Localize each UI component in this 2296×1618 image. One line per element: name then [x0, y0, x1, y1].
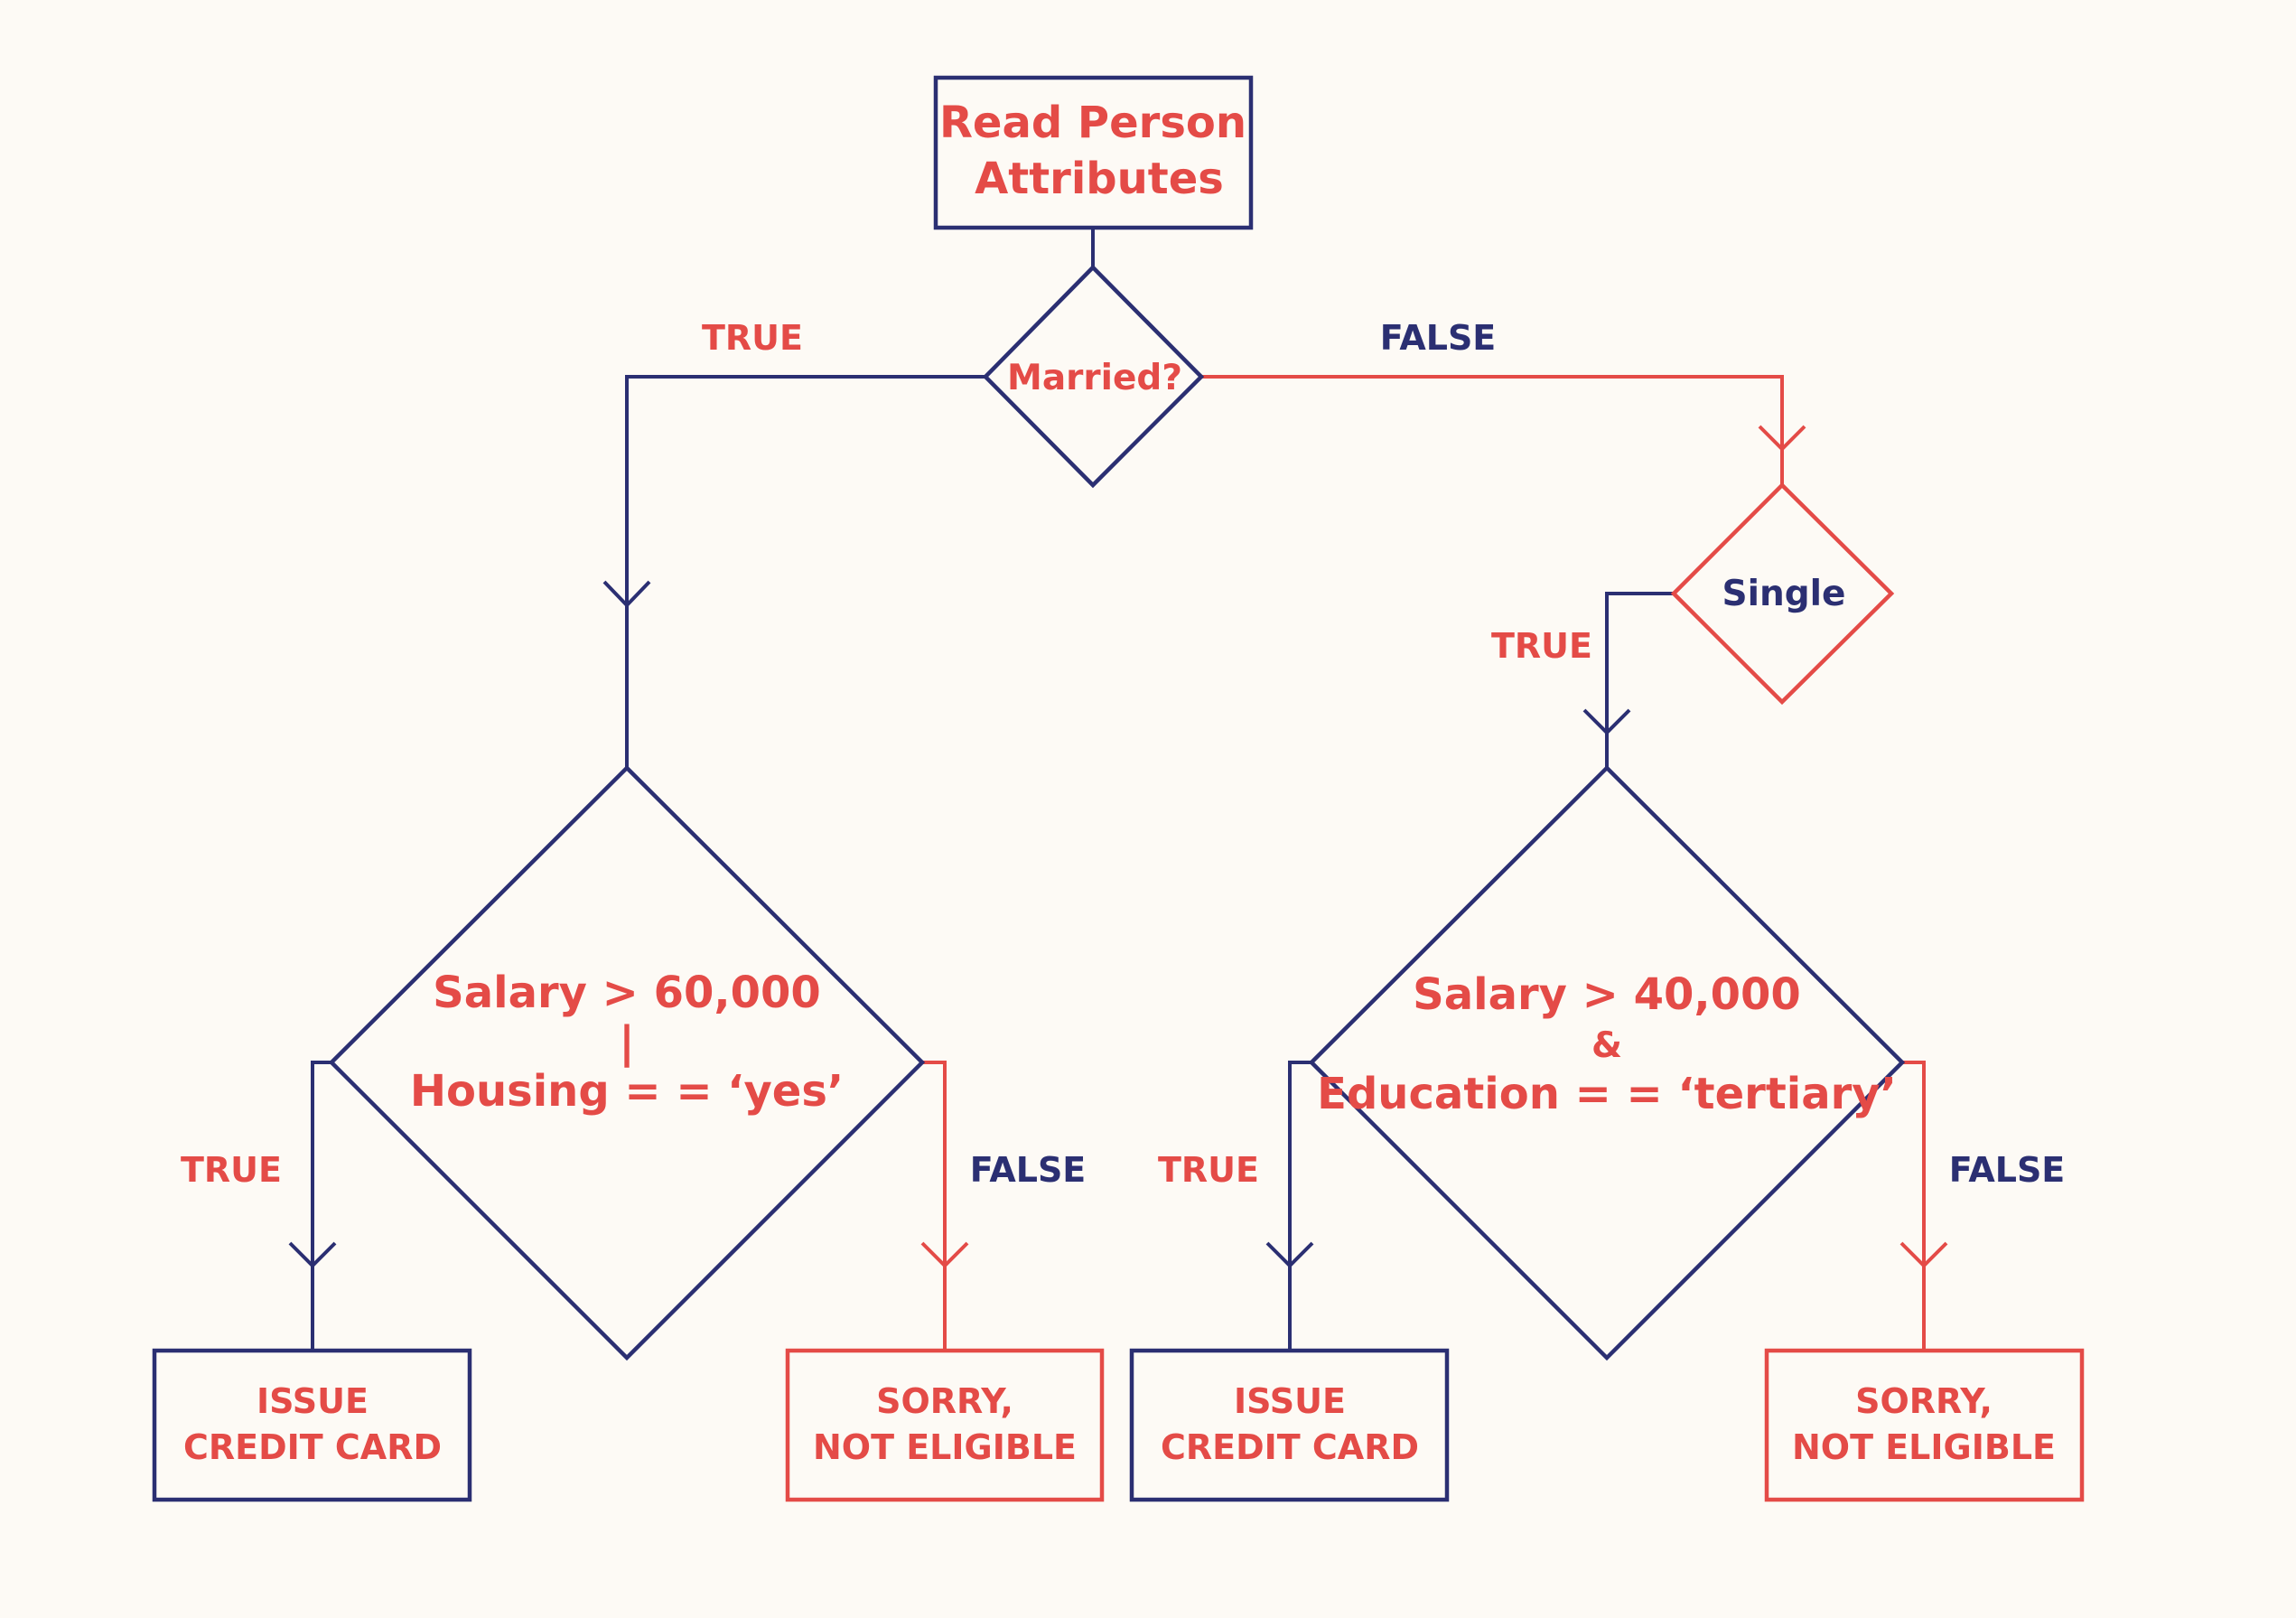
right-decision: Salary > 40,000 & Education = = ‘tertiar…	[1308, 764, 1906, 1361]
arrowhead-right-false	[1899, 1241, 1948, 1268]
arrowhead-right-true	[1265, 1241, 1314, 1268]
outcome-left-sorry-line2: NOT ELIGIBLE	[813, 1427, 1077, 1467]
married-false-label: FALSE	[1380, 318, 1497, 358]
arrowhead-left-true	[288, 1241, 337, 1268]
arrowhead-married-false	[1758, 425, 1806, 452]
start-line2: Attributes	[975, 154, 1224, 204]
left-true-label: TRUE	[181, 1150, 282, 1190]
connector-right-true	[1288, 1061, 1311, 1351]
married-decision: Married?	[982, 264, 1205, 489]
connector-right-false	[1902, 1061, 1926, 1351]
outcome-left-sorry: SORRY, NOT ELIGIBLE	[785, 1348, 1105, 1502]
outcome-left-issue-line2: CREDIT CARD	[183, 1427, 442, 1467]
outcome-left-issue-line1: ISSUE	[257, 1381, 369, 1421]
outcome-left-issue: ISSUE CREDIT CARD	[152, 1348, 472, 1502]
outcome-right-issue-line1: ISSUE	[1234, 1381, 1346, 1421]
left-decision-line2: Housing = = ‘yes’	[410, 1066, 844, 1117]
arrowhead-married-true	[602, 580, 651, 608]
outcome-right-sorry-line2: NOT ELIGIBLE	[1792, 1427, 2056, 1467]
left-false-label: FALSE	[970, 1150, 1087, 1190]
single-decision: Single	[1670, 482, 1895, 706]
single-true-label: TRUE	[1491, 626, 1592, 666]
connector-left-true	[311, 1061, 331, 1351]
connector-married-true	[625, 375, 985, 768]
right-decision-line2: Education = = ‘tertiary’	[1317, 1069, 1897, 1119]
married-true-label: TRUE	[702, 318, 803, 358]
right-true-label: TRUE	[1158, 1150, 1259, 1190]
connector-left-false	[922, 1061, 947, 1351]
single-label: Single	[1722, 574, 1846, 614]
outcome-left-sorry-line1: SORRY,	[876, 1381, 1013, 1421]
right-decision-operator: &	[1591, 1025, 1622, 1066]
connector-married-false	[1201, 375, 1784, 485]
arrowhead-single-true	[1582, 708, 1631, 735]
outcome-right-issue-line2: CREDIT CARD	[1161, 1427, 1419, 1467]
start-node: Read Person Attributes	[933, 75, 1254, 230]
outcome-right-issue: ISSUE CREDIT CARD	[1129, 1348, 1450, 1502]
connector-single-true	[1605, 592, 1674, 768]
outcome-right-sorry-line1: SORRY,	[1855, 1381, 1993, 1421]
married-label: Married?	[1007, 358, 1182, 398]
right-decision-line1: Salary > 40,000	[1413, 969, 1801, 1020]
arrowhead-left-false	[920, 1241, 969, 1268]
left-decision: Salary > 60,000 | Housing = = ‘yes’	[328, 764, 926, 1361]
right-false-label: FALSE	[1949, 1150, 2066, 1190]
start-line1: Read Person	[939, 98, 1246, 148]
left-decision-line1: Salary > 60,000	[433, 968, 821, 1018]
left-decision-operator: |	[619, 1017, 635, 1068]
outcome-right-sorry: SORRY, NOT ELIGIBLE	[1764, 1348, 2085, 1502]
